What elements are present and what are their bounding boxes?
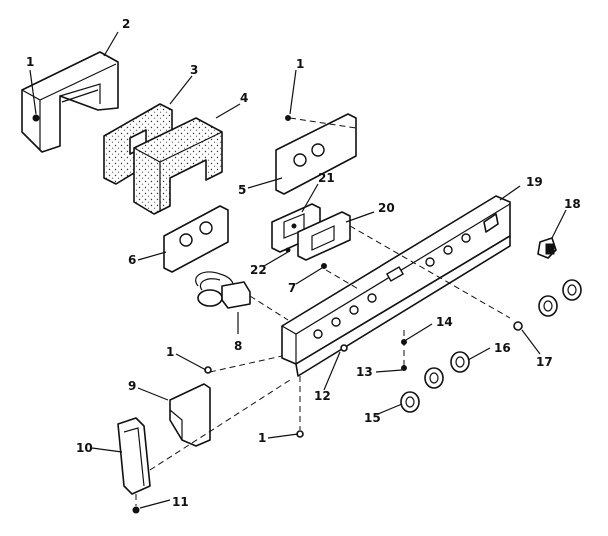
part-18-knob [537,237,557,259]
part-19-control-panel [281,195,511,377]
part-17-bushing [513,321,523,331]
part-2-cover [21,51,119,153]
label-1-mid: 1 [166,345,174,359]
label-21: 21 [318,171,335,185]
part-5-switch-plate [275,113,357,195]
label-22: 22 [250,263,267,277]
part-6-switch-plate [163,205,229,273]
reference-labels: 2 1 3 4 1 5 21 19 18 20 6 22 7 8 14 17 1… [26,17,581,509]
label-1-top: 1 [296,57,304,71]
label-12: 12 [314,389,331,403]
part-4-bracket [133,117,223,215]
label-11: 11 [172,495,189,509]
label-18: 18 [564,197,581,211]
label-14: 14 [436,315,453,329]
label-16: 16 [494,341,511,355]
label-8: 8 [234,339,242,353]
label-3: 3 [190,63,198,77]
label-7: 7 [288,281,296,295]
label-15: 15 [364,411,381,425]
assembly-lines [135,117,511,506]
label-17: 17 [536,355,553,369]
label-2: 2 [122,17,130,31]
label-9: 9 [128,379,136,393]
label-5: 5 [238,183,246,197]
part-20-switch [297,211,351,261]
label-1-bottom: 1 [258,431,266,445]
leader-lines [29,31,567,509]
part-10-end-cap [117,417,151,495]
label-6: 6 [128,253,136,267]
label-10: 10 [76,441,93,455]
part-8-timer [195,271,251,309]
label-4: 4 [240,91,248,105]
part-9-bracket [169,383,211,447]
knob-group-bottom [400,351,470,413]
part-12-screw [340,344,348,352]
label-20: 20 [378,201,395,215]
knob-pair-right [538,279,582,317]
label-19: 19 [526,175,543,189]
label-1-left: 1 [26,55,34,69]
label-13: 13 [356,365,373,379]
